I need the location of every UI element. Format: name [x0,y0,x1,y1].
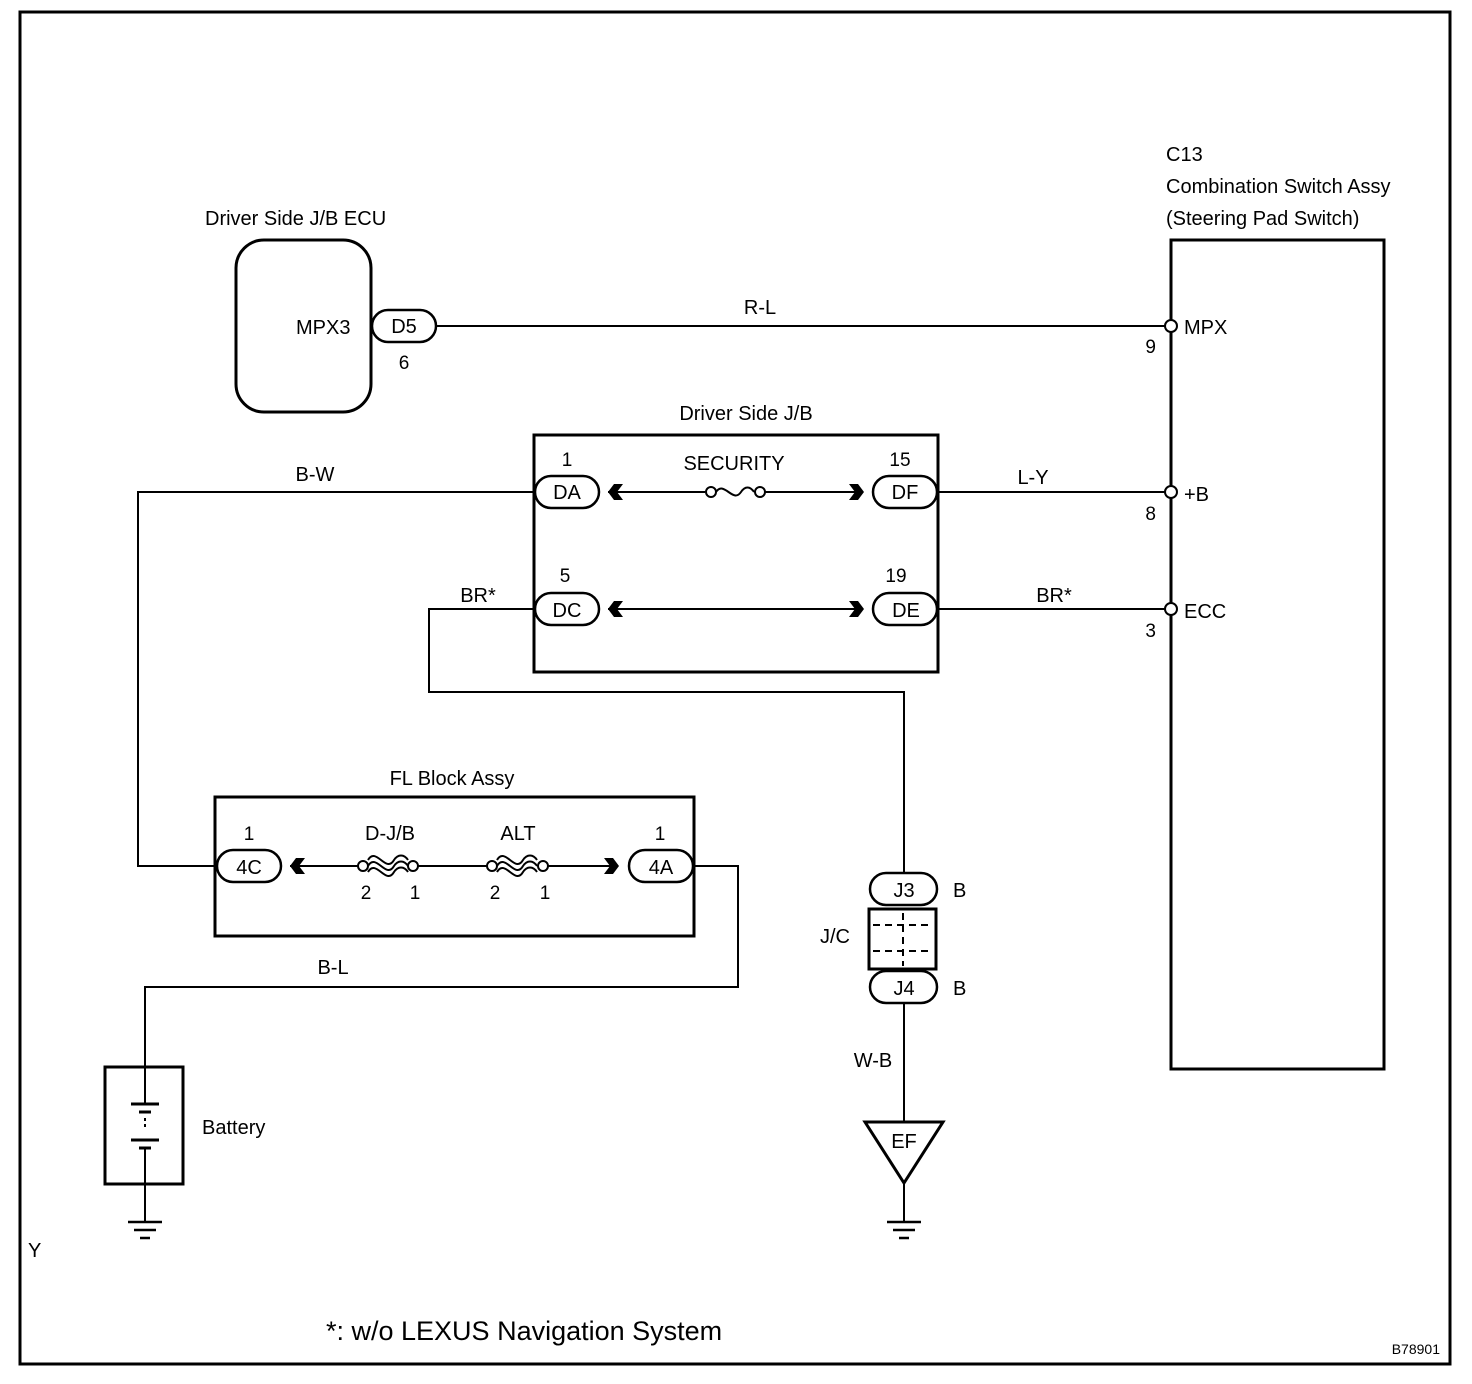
connector-4a-label: 4A [649,857,674,879]
connector-4c-pin: 1 [244,824,255,845]
fuse-alt-label: ALT [500,823,535,845]
fuse-security-symbol [715,486,755,497]
ef-ground-icon [887,1220,921,1240]
connector-dc-label: DC [553,600,582,622]
ecu-title: Driver Side J/B ECU [205,208,386,230]
fuse-alt-pin-right: 1 [540,883,551,904]
switch-name: Combination Switch Assy [1166,176,1391,198]
fuse-djb-symbol [367,854,409,865]
wire-bw-label: B-W [296,464,335,486]
figure-code: B78901 [1392,1341,1440,1357]
connector-dc-pin: 5 [560,566,571,587]
connector-j4-label: J4 [893,978,914,1000]
connector-df-pin: 15 [889,450,910,471]
wire-bl [144,865,739,1067]
wire-wb-label: W-B [854,1050,893,1072]
battery-ground-icon [128,1220,162,1240]
battery: Battery [103,1065,265,1240]
wire-br-right-label: BR* [1036,585,1072,607]
fuse-djb-pin-right: 1 [410,883,421,904]
connector-4a-pin: 1 [655,824,666,845]
connector-d5-pin: 6 [399,353,410,374]
terminal-b: +B [1184,484,1209,506]
terminal-ecc-dot [1164,602,1178,616]
terminal-b-pin: 8 [1145,504,1156,525]
wire-bw [137,491,535,867]
connector-j3-color: B [953,880,966,902]
connector-4c-label: 4C [236,857,262,879]
terminal-ecc-pin: 3 [1145,621,1156,642]
terminal-mpx: MPX [1184,317,1227,339]
jc-label: J/C [820,926,850,948]
fuse-djb-label: D-J/B [365,823,415,845]
connector-de-pin: 19 [885,566,906,587]
driver-side-jb-ecu: Driver Side J/B ECU MPX3 D5 6 [205,208,438,414]
fl-block-assy: FL Block Assy 1 4C D-J/B 2 1 ALT 2 1 1 4… [213,768,696,938]
wire-ly-label: L-Y [1017,467,1048,489]
ground-point-ef: EF [862,1120,946,1240]
terminal-ecc: ECC [1184,601,1226,623]
terminal-mpx-pin: 9 [1145,337,1156,358]
terminal-b-dot [1164,485,1178,499]
terminal-mpx-dot [1164,319,1178,333]
fuse-djb-pin-left: 2 [361,883,372,904]
wire-rl-label: R-L [744,297,776,319]
battery-label: Battery [202,1117,265,1139]
wire-br-left [428,608,905,873]
ecu-terminal-mpx3: MPX3 [296,317,350,339]
connector-4c [215,848,283,884]
connector-da-label: DA [553,482,581,504]
ground-ef-label: EF [891,1131,917,1153]
footnote: *: w/o LEXUS Navigation System [326,1316,722,1346]
connector-df-label: DF [892,482,919,504]
driver-side-jb: Driver Side J/B 1 DA SECURITY 15 DF 5 DC… [532,403,940,674]
fuse-alt-symbol [496,854,538,865]
connector-d5-label: D5 [391,316,417,338]
connector-j3 [868,871,939,907]
junction-connector: J3 B J/C J4 B [820,871,966,1005]
fl-title: FL Block Assy [390,768,515,790]
connector-de-label: DE [892,600,920,622]
fuse-security-label: SECURITY [683,453,784,475]
jb-title: Driver Side J/B [679,403,812,425]
connector-da-pin: 1 [562,450,573,471]
wire-br-left-label: BR* [460,585,496,607]
combination-switch-assy: C13 Combination Switch Assy (Steering Pa… [1145,144,1391,1071]
connector-j3-label: J3 [893,880,914,902]
wire-bl-label: B-L [317,957,348,979]
fuse-alt-pin-left: 2 [490,883,501,904]
connector-j4-color: B [953,978,966,1000]
switch-subname: (Steering Pad Switch) [1166,208,1359,230]
frame [18,10,1452,1366]
switch-code: C13 [1166,144,1203,166]
marker-y: Y [28,1240,41,1262]
